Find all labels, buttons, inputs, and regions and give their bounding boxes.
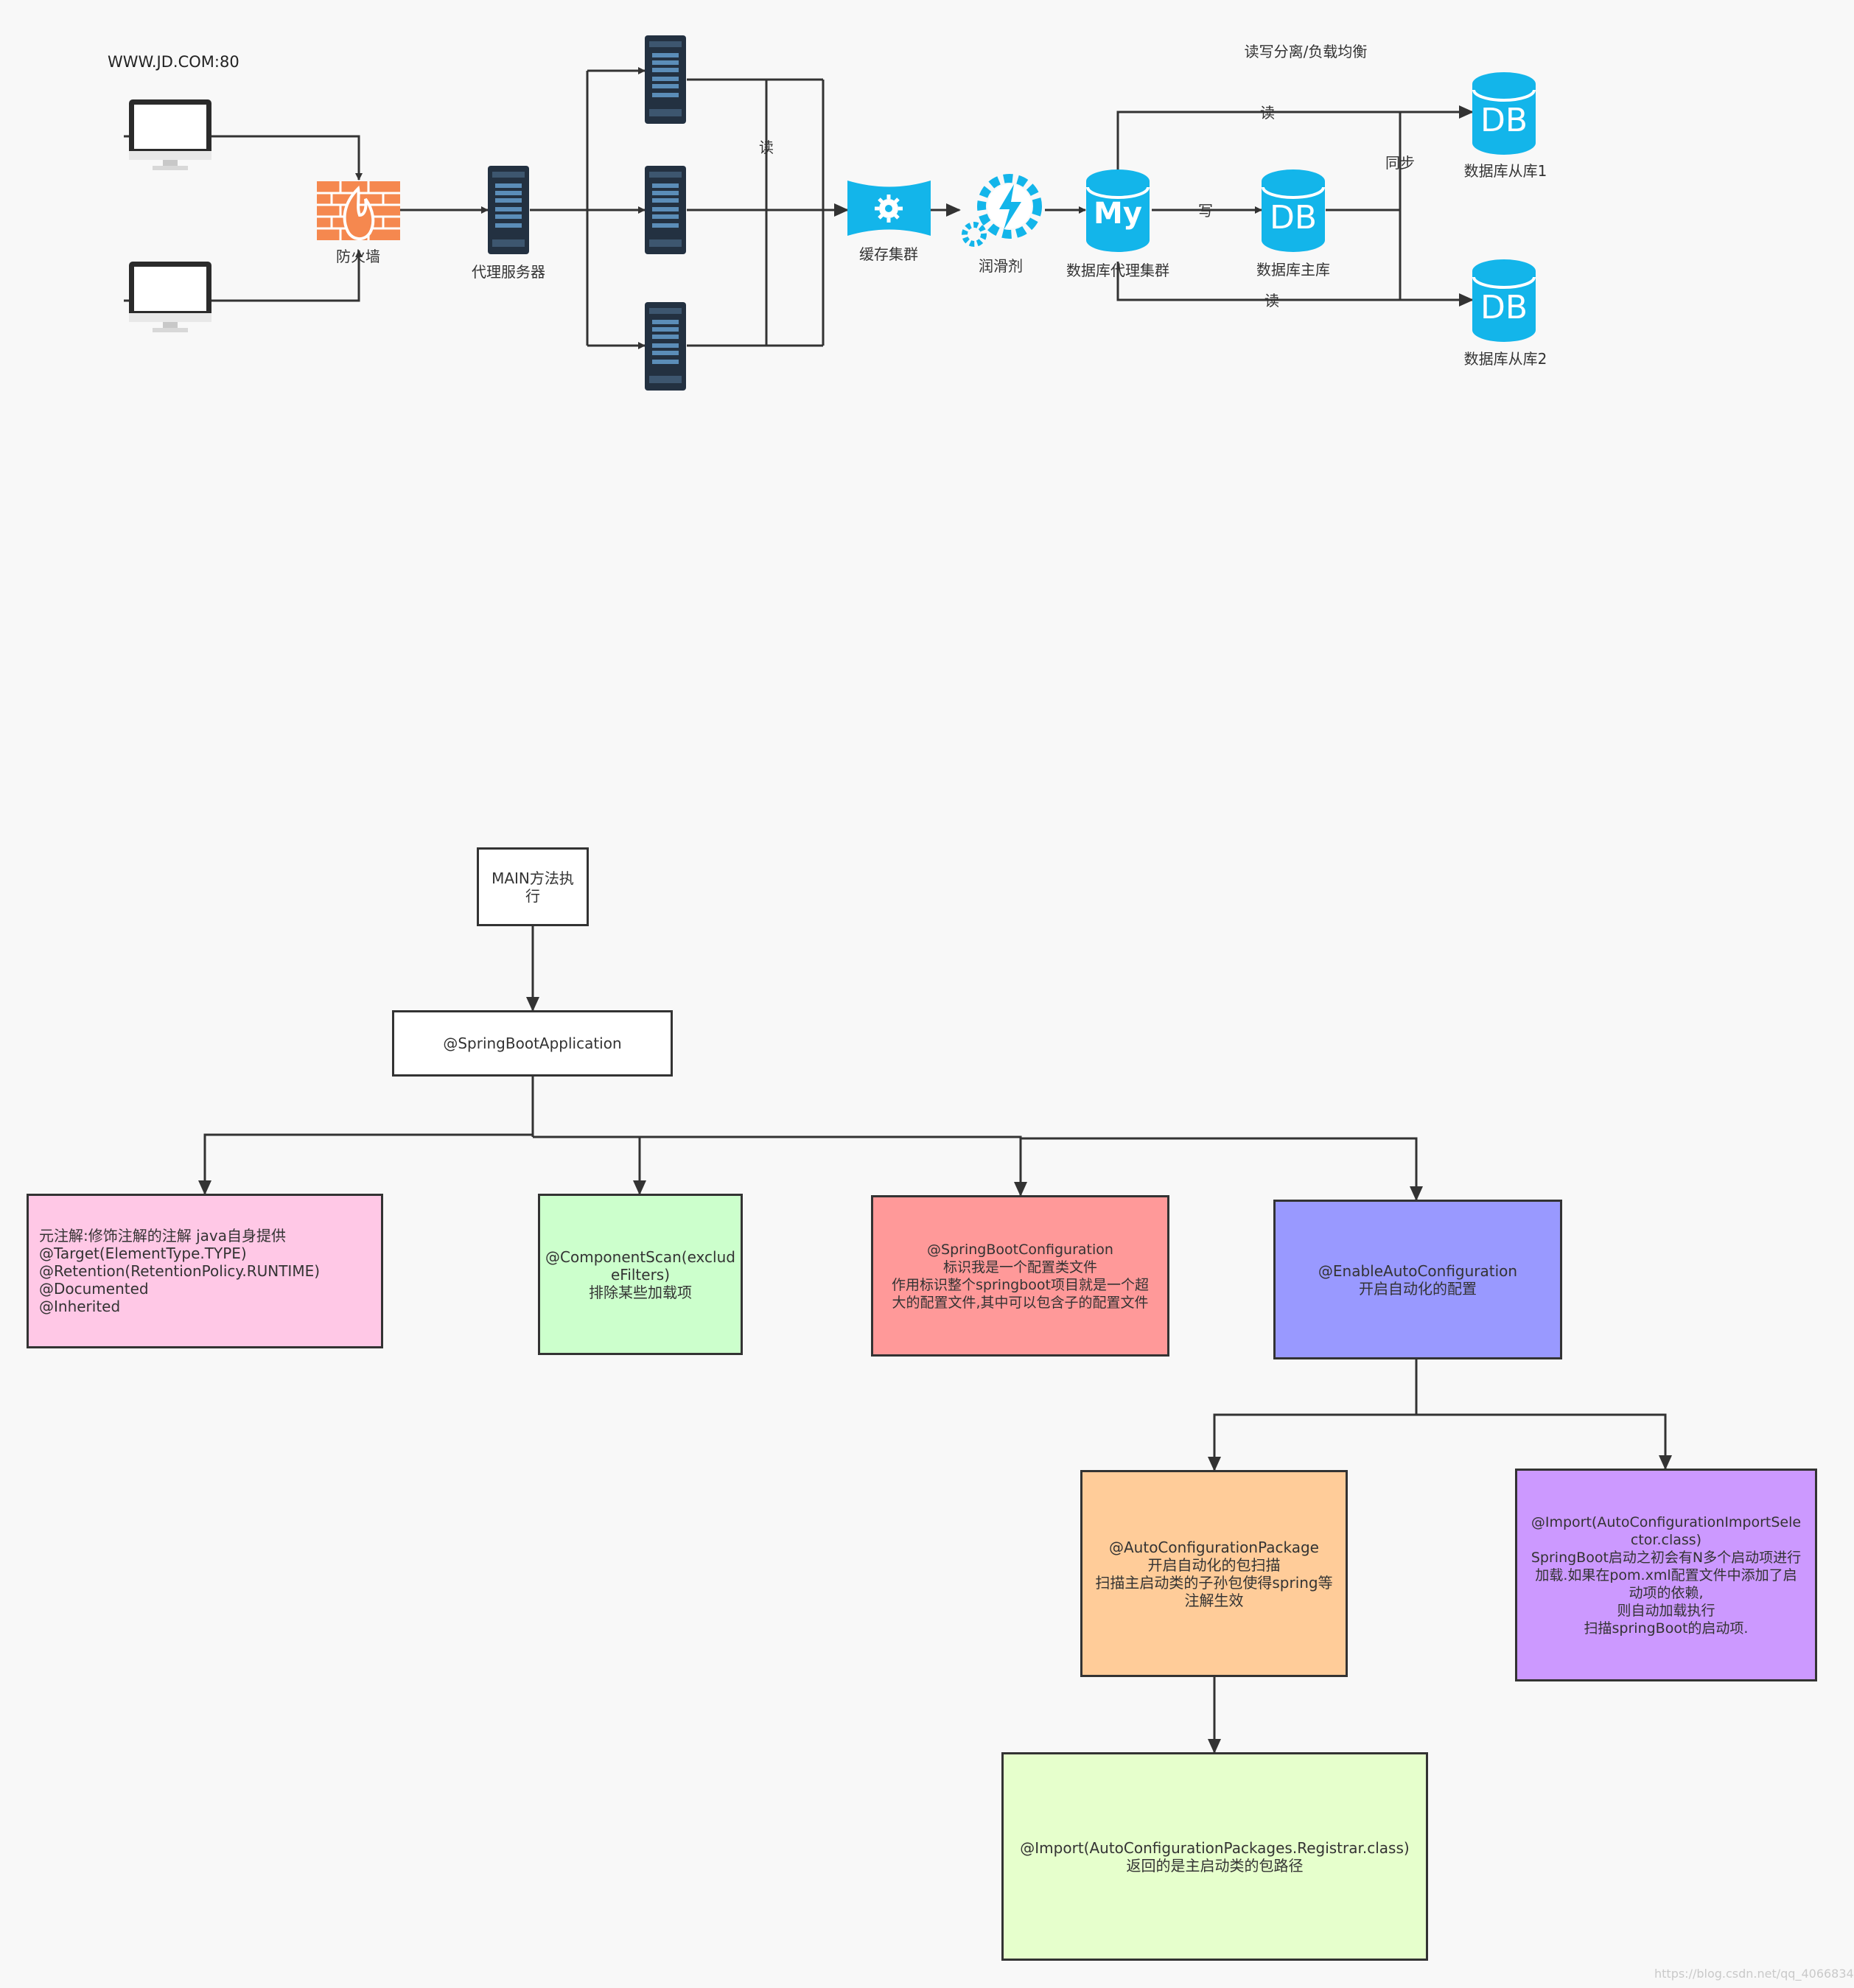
arrow-to-import-selector: [1416, 1413, 1672, 1470]
db-slave1-icon: DB: [1471, 71, 1537, 156]
firewall-label: 防火墙: [336, 248, 380, 265]
network-connectors: [124, 67, 1474, 349]
mysql-db-proxy-icon: My: [1085, 168, 1151, 253]
db-master-icon: DB: [1260, 168, 1326, 253]
db-slave2-icon: DB: [1471, 258, 1537, 343]
firewall-icon: [317, 181, 400, 240]
import-selector-box: @Import(AutoConfigurationImportSele ctor…: [1515, 1469, 1817, 1681]
lubricant-icon: [962, 174, 1042, 247]
proxy-server-label: 代理服务器: [472, 263, 545, 281]
arrow-to-spring-config: [533, 1135, 1027, 1197]
flow-connectors: [198, 926, 1672, 1754]
import-registrar-box: @Import(AutoConfigurationPackages.Regist…: [1001, 1752, 1428, 1961]
line-dbproxy-to-slave1: [1116, 105, 1474, 173]
db-slave2-label: 数据库从库2: [1464, 350, 1547, 368]
write-label: 写: [1198, 202, 1213, 220]
server-icon-2: [645, 166, 686, 254]
svg-text:My: My: [1094, 197, 1142, 231]
server-icon-3: [645, 302, 686, 391]
cache-cluster-label: 缓存集群: [859, 245, 918, 263]
cache-cluster-icon: [847, 181, 931, 236]
read-label-bottom: 读: [1264, 292, 1279, 309]
spring-boot-configuration-box: @SpringBootConfiguration 标识我是一个配置类文件 作用标…: [871, 1195, 1169, 1357]
svg-text:DB: DB: [1480, 102, 1528, 139]
lubricant-label: 润滑剂: [979, 257, 1023, 275]
rw-split-label: 读写分离/负载均衡: [1245, 43, 1368, 60]
main-method-box: MAIN方法执 行: [477, 847, 589, 926]
computer-icon-2: [129, 262, 211, 332]
server-icon-1: [645, 35, 686, 124]
svg-text:DB: DB: [1270, 199, 1317, 237]
computer-icon-1: [129, 99, 211, 170]
domain-label: WWW.JD.COM:80: [108, 53, 239, 71]
arrow-to-meta-box: [198, 1133, 533, 1195]
arrow-to-auto-package: [1208, 1413, 1416, 1471]
line-dbproxy-to-slave2: [1116, 262, 1474, 307]
arrow-to-component-scan: [533, 1135, 646, 1195]
spring-boot-application-box: @SpringBootApplication: [392, 1010, 673, 1077]
arrow-to-enable-auto: [1021, 1137, 1423, 1201]
db-slave1-label: 数据库从库1: [1464, 162, 1547, 180]
db-proxy-cluster-label: 数据库代理集群: [1066, 262, 1169, 279]
auto-configuration-package-box: @AutoConfigurationPackage 开启自动化的包扫描 扫描主启…: [1080, 1470, 1348, 1677]
component-scan-box: @ComponentScan(exclud eFilters) 排除某些加载项: [538, 1194, 743, 1355]
read-label-servers: 读: [759, 139, 774, 156]
read-label-top: 读: [1260, 104, 1275, 122]
sync-label: 同步: [1385, 154, 1415, 172]
db-master-label: 数据库主库: [1256, 261, 1330, 279]
svg-text:DB: DB: [1480, 289, 1528, 326]
watermark: https://blog.csdn.net/qq_4066834: [1654, 1967, 1854, 1981]
enable-auto-configuration-box: @EnableAutoConfiguration 开启自动化的配置: [1273, 1200, 1562, 1359]
proxy-server-icon: [488, 166, 529, 254]
meta-annotation-box: 元注解:修饰注解的注解 java自身提供 @Target(ElementType…: [27, 1194, 383, 1348]
